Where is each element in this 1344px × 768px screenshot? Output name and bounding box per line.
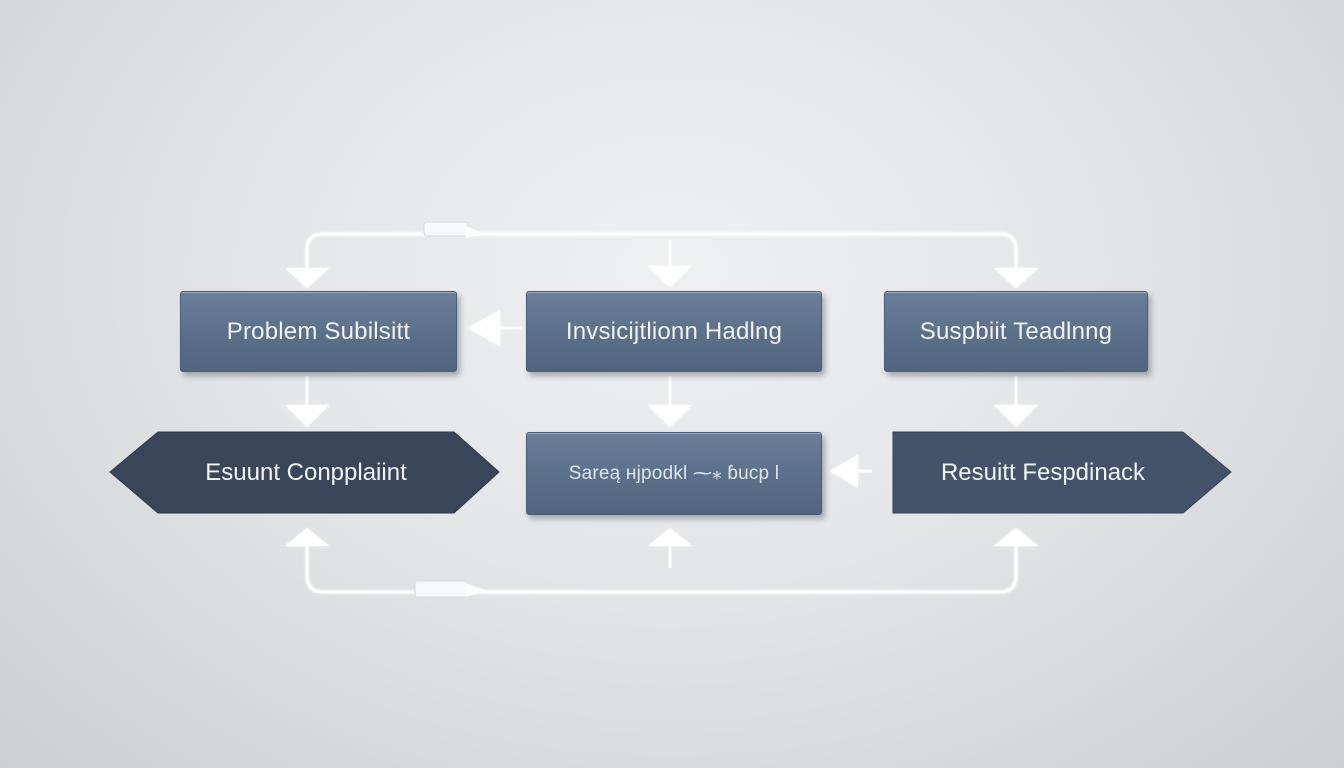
node-label: Suspbiit Teadlnng xyxy=(919,317,1113,345)
arrow-down-icon xyxy=(648,266,692,287)
result-feedback-shape xyxy=(892,431,1232,514)
arrow-up-icon xyxy=(648,528,692,546)
submit-complaint-shape xyxy=(109,431,500,514)
top-loop-arrow-tab xyxy=(423,221,469,237)
arrow-up-icon xyxy=(285,528,329,546)
arrow-down-icon xyxy=(994,405,1038,427)
arrow-up-icon xyxy=(994,528,1038,546)
arrow-down-icon xyxy=(648,405,692,427)
arrow-down-icon xyxy=(285,268,329,288)
node-search-response[interactable]: Sareą ʜjpodkl ⁓⁎ ɓucp l xyxy=(526,432,822,515)
bottom-loop-connector xyxy=(305,546,1018,594)
arrow-left-icon xyxy=(468,310,500,346)
node-label: Problem Subilsitt xyxy=(226,317,411,345)
arrow-left-icon xyxy=(830,455,858,488)
node-result-feedback[interactable]: Resuitt Fespdinack xyxy=(893,432,1193,513)
node-label: Esuunt Conpplaiint xyxy=(205,458,407,486)
node-submit-complaint[interactable]: Esuunt Conpplaiint xyxy=(150,432,462,513)
arrow-down-icon xyxy=(285,405,329,427)
node-investigation[interactable]: Invsicijtlionn Hadlng xyxy=(526,291,822,372)
arrow-down-icon xyxy=(994,268,1038,288)
bottom-loop-arrow-tab xyxy=(414,580,468,598)
node-label: Resuitt Fespdinack xyxy=(940,458,1146,486)
node-problem-submit[interactable]: Problem Subilsitt xyxy=(180,291,457,372)
node-label: Invsicijtlionn Hadlng xyxy=(565,317,783,345)
bottom-loop-arrow-tip xyxy=(465,583,488,597)
node-suspect-reading[interactable]: Suspbiit Teadlnng xyxy=(884,291,1148,372)
node-label: Sareą ʜjpodkl ⁓⁎ ɓucp l xyxy=(568,463,780,484)
top-loop-arrow-tip xyxy=(466,226,484,238)
top-loop-connector xyxy=(305,232,1018,268)
